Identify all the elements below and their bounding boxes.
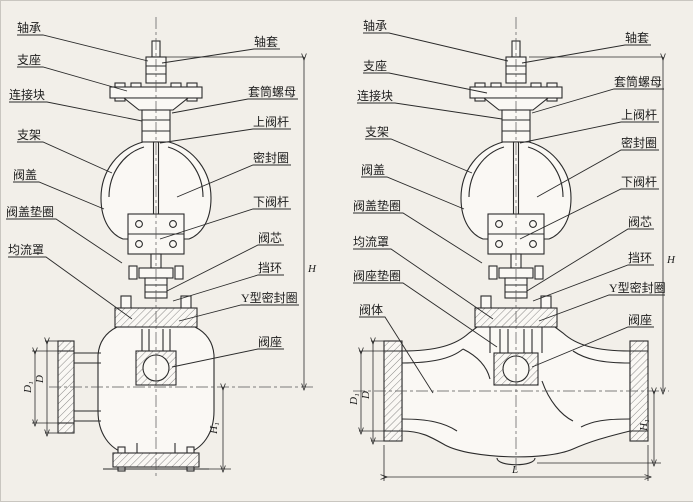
right-valve-labels: 轴承 支座 连接块 支架 阀盖 阀盖垫圈 均流罩 阀座垫圈 阀体 轴套 套筒螺母… bbox=[353, 18, 666, 327]
part-label: 支架 bbox=[17, 128, 41, 142]
part-label: 密封圈 bbox=[253, 150, 289, 165]
part-label: 阀体 bbox=[359, 303, 383, 317]
part-label: Y型密封圈 bbox=[241, 290, 298, 305]
left-valve-leader-lines bbox=[6, 34, 299, 368]
part-label: 连接块 bbox=[9, 87, 45, 102]
right-valve-drawing: D D₁ H H₁ L bbox=[348, 17, 676, 481]
part-label: Y型密封圈 bbox=[609, 280, 666, 295]
part-label: 下阀杆 bbox=[621, 175, 657, 189]
part-label: 连接块 bbox=[357, 88, 393, 103]
part-label: 阀座 bbox=[628, 312, 652, 327]
dim-label: D₁ bbox=[22, 381, 34, 394]
dim-label: D bbox=[360, 391, 372, 400]
part-label: 均流罩 bbox=[8, 243, 44, 257]
dim-label: H bbox=[307, 263, 317, 275]
dim-label: D₁ bbox=[348, 393, 360, 406]
dim-label: L bbox=[511, 464, 518, 476]
dim-label: D bbox=[34, 375, 46, 384]
part-label: 密封圈 bbox=[621, 135, 657, 150]
part-label: 挡环 bbox=[258, 261, 282, 275]
part-label: 阀盖 bbox=[13, 168, 37, 182]
part-label: 阀芯 bbox=[628, 215, 652, 229]
part-label: 下阀杆 bbox=[253, 195, 289, 209]
part-label: 阀盖垫圈 bbox=[6, 204, 54, 219]
part-label: 阀座 bbox=[258, 334, 282, 349]
left-valve-body bbox=[57, 326, 215, 472]
part-label: 支座 bbox=[363, 58, 387, 73]
part-label: 阀芯 bbox=[258, 231, 282, 245]
part-label: 轴套 bbox=[625, 30, 649, 45]
part-label: 轴承 bbox=[363, 18, 387, 33]
part-label: 轴承 bbox=[17, 20, 41, 35]
left-valve-labels: 轴承 支座 连接块 支架 阀盖 阀盖垫圈 均流罩 轴套 套筒螺母 上阀杆 密封圈… bbox=[6, 20, 298, 349]
dim-label: H bbox=[666, 254, 676, 266]
part-label: 上阀杆 bbox=[253, 115, 289, 129]
part-label: 挡环 bbox=[628, 251, 652, 265]
left-valve-drawing: D D₁ H H₁ 轴承 bbox=[6, 17, 317, 479]
part-label: 阀盖垫圈 bbox=[353, 198, 401, 213]
part-label: 轴套 bbox=[254, 34, 278, 49]
part-label: 上阀杆 bbox=[621, 108, 657, 122]
part-label: 套筒螺母 bbox=[248, 84, 296, 99]
part-label: 支架 bbox=[365, 125, 389, 139]
left-valve-dimensions: D D₁ H H₁ bbox=[22, 57, 317, 469]
part-label: 均流罩 bbox=[353, 235, 389, 249]
part-label: 套筒螺母 bbox=[614, 74, 662, 89]
right-valve-dimensions: D D₁ H H₁ L bbox=[348, 57, 676, 481]
part-label: 阀座垫圈 bbox=[353, 268, 401, 283]
part-label: 支座 bbox=[17, 52, 41, 67]
dim-label: H₁ bbox=[638, 419, 650, 432]
right-valve-leader-lines bbox=[353, 32, 665, 394]
part-label: 阀盖 bbox=[361, 163, 385, 177]
dim-label: H₁ bbox=[208, 422, 220, 435]
